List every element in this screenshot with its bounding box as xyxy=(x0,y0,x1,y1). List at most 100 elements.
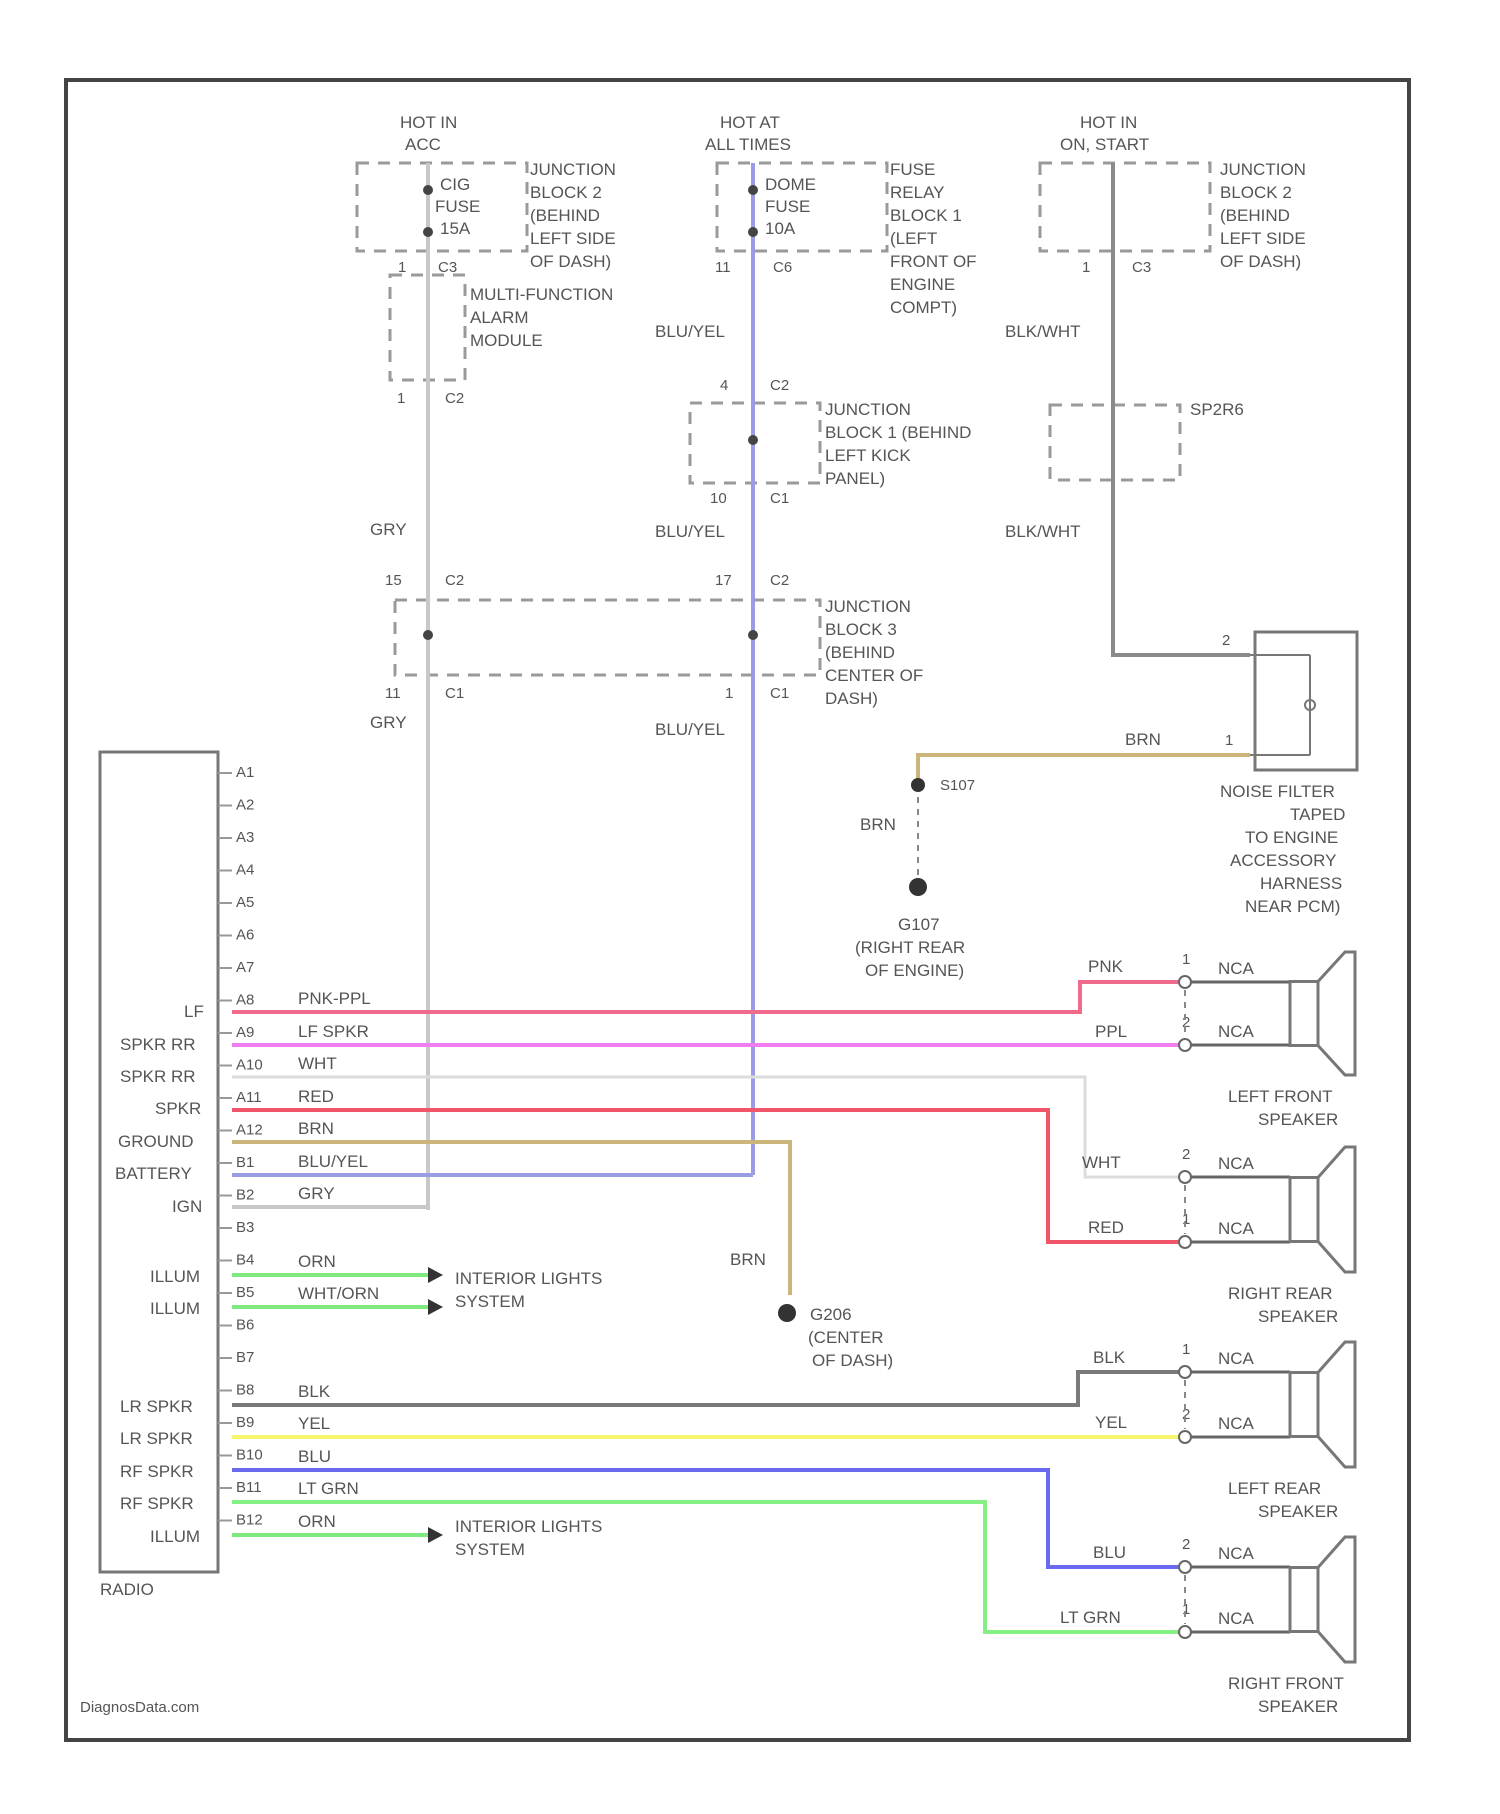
radio-pin-label: A2 xyxy=(236,797,254,814)
on-fuse-conn: C3 xyxy=(1132,259,1151,276)
dome-block-line3: BLOCK 1 xyxy=(890,206,962,225)
alarm-pin: 1 xyxy=(397,390,405,407)
speaker-conn-label: NCA xyxy=(1218,1609,1255,1628)
speaker-magnet xyxy=(1290,982,1318,1046)
acc-fuse-amp: 15A xyxy=(440,219,471,238)
ltgrn-rf-wire xyxy=(232,1502,1180,1632)
splice-dot xyxy=(748,185,758,195)
splice-dot xyxy=(748,435,758,445)
radio-pin-list: A1A2A3A4A5A6A7A8A9A10A11A12B1B2B3B4B5B6B… xyxy=(218,764,263,1529)
wire-label-b1: BLU/YEL xyxy=(298,1152,368,1171)
speaker-cone-icon xyxy=(1318,1342,1355,1467)
dome-fuse-amp: 10A xyxy=(765,219,796,238)
noise-filter-line2: TAPED xyxy=(1290,805,1345,824)
radio-pin-label: B4 xyxy=(236,1252,254,1269)
alarm-label-line1: MULTI-FUNCTION xyxy=(470,285,613,304)
acc-block-line4: LEFT SIDE xyxy=(530,229,616,248)
speaker-conn-label: NCA xyxy=(1218,1414,1255,1433)
dome-fuse-word: FUSE xyxy=(765,197,810,216)
radio-illum1-label: ILLUM xyxy=(150,1267,200,1286)
alarm-label-line3: MODULE xyxy=(470,331,543,350)
noise-filter: 2 1 NOISE FILTER TAPED TO ENGINE ACCESSO… xyxy=(1220,632,1357,916)
interior-lights-system-1: SYSTEM xyxy=(455,1292,525,1311)
dome-fuse-name: DOME xyxy=(765,175,816,194)
acc-fuse-word: FUSE xyxy=(435,197,480,216)
wire-label-b8: BLK xyxy=(298,1382,331,1401)
splice-dot xyxy=(423,185,433,195)
rr-spk-wire2: RED xyxy=(1088,1218,1124,1237)
radio-pin-label: B9 xyxy=(236,1414,254,1431)
radio-rf1-label: RF SPKR xyxy=(120,1462,194,1481)
rf-spk-wire1: BLU xyxy=(1093,1543,1126,1562)
jb3-top-left-pin: 15 xyxy=(385,572,402,589)
pnk-ppl-lf-wire xyxy=(232,982,1180,1012)
nf-wire-label: BRN xyxy=(1125,730,1161,749)
radio-ground-label: GROUND xyxy=(118,1132,194,1151)
alarm-conn: C2 xyxy=(445,390,464,407)
lr-spk-wire1: BLK xyxy=(1093,1348,1126,1367)
dome-block-line4: (LEFT xyxy=(890,229,937,248)
jb1-label-line3: LEFT KICK xyxy=(825,446,911,465)
dome-hot-label-line1: HOT AT xyxy=(720,113,780,132)
splice-s107-label: S107 xyxy=(940,777,975,794)
speaker-cone-icon xyxy=(1318,1537,1355,1662)
wire-label-b11: LT GRN xyxy=(298,1479,359,1498)
speaker-name-line2: SPEAKER xyxy=(1258,1110,1338,1129)
diagram-frame xyxy=(66,80,1409,1740)
speaker-terminal xyxy=(1179,1236,1191,1248)
radio-pin-label: A6 xyxy=(236,927,254,944)
dome-hot-label-line2: ALL TIMES xyxy=(705,135,791,154)
radio-spkr-rr-label: SPKR RR xyxy=(120,1035,196,1054)
splice-dot xyxy=(423,630,433,640)
speaker-terminal xyxy=(1179,1171,1191,1183)
noise-filter-line3: TO ENGINE xyxy=(1245,828,1338,847)
alarm-label-line2: ALARM xyxy=(470,308,529,327)
speaker-conn-label: NCA xyxy=(1218,1349,1255,1368)
speaker-name-line2: SPEAKER xyxy=(1258,1502,1338,1521)
speaker-conn-label: NCA xyxy=(1218,1544,1255,1563)
radio-pin-label: B3 xyxy=(236,1219,254,1236)
wire-label-b4: ORN xyxy=(298,1252,336,1271)
watermark-footer: DiagnosData.com xyxy=(80,1699,199,1716)
wire-label-b10: BLU xyxy=(298,1447,331,1466)
speaker-lf: 1NCA2NCALEFT FRONTSPEAKER xyxy=(1179,951,1355,1129)
acc-wire-label-3: GRY xyxy=(370,713,407,732)
speaker-pin-label: 2 xyxy=(1182,1536,1190,1553)
radio-lr2-label: LR SPKR xyxy=(120,1429,193,1448)
speaker-terminal xyxy=(1179,976,1191,988)
speaker-cone-icon xyxy=(1318,952,1355,1075)
speaker-name-line1: LEFT REAR xyxy=(1228,1479,1321,1498)
acc-block-line3: (BEHIND xyxy=(530,206,600,225)
ground-g107-label: G107 xyxy=(898,915,940,934)
speaker-conn-label: NCA xyxy=(1218,1219,1255,1238)
radio-pin-label: A3 xyxy=(236,829,254,846)
speaker-name-line2: SPEAKER xyxy=(1258,1697,1338,1716)
radio-pin-label: A7 xyxy=(236,959,254,976)
nf-top-pin: 2 xyxy=(1222,632,1230,649)
ground-g107-loc1: (RIGHT REAR xyxy=(855,938,965,957)
blu-rf-wire xyxy=(232,1470,1180,1567)
lr-spk-wire2: YEL xyxy=(1095,1413,1127,1432)
rr-spk-wire1: WHT xyxy=(1082,1153,1121,1172)
radio-pin-label: A5 xyxy=(236,894,254,911)
speaker-magnet xyxy=(1290,1373,1318,1437)
acc-hot-label-line1: HOT IN xyxy=(400,113,457,132)
radio-spkr-rr2-label: SPKR RR xyxy=(120,1067,196,1086)
jb3-top-right-conn: C2 xyxy=(770,572,789,589)
on-block-line5: OF DASH) xyxy=(1220,252,1301,271)
interior-lights-system-2: SYSTEM xyxy=(455,1540,525,1559)
dome-fuse-pin: 11 xyxy=(715,259,731,276)
ground-g206-icon xyxy=(778,1304,796,1322)
radio-pin-label: B12 xyxy=(236,1512,263,1529)
speaker-pin-label: 2 xyxy=(1182,1146,1190,1163)
jb3-bot-right-conn: C1 xyxy=(770,685,789,702)
radio-unit xyxy=(100,752,218,1572)
noise-filter-line5: HARNESS xyxy=(1260,874,1342,893)
wire-label-b12: ORN xyxy=(298,1512,336,1531)
on-block-line4: LEFT SIDE xyxy=(1220,229,1306,248)
radio-pin-label: A9 xyxy=(236,1024,254,1041)
speaker-rf: 2NCA1NCARIGHT FRONTSPEAKER xyxy=(1179,1536,1355,1716)
radio-spkr-label: SPKR xyxy=(155,1099,201,1118)
g107-wire-label: BRN xyxy=(860,815,896,834)
